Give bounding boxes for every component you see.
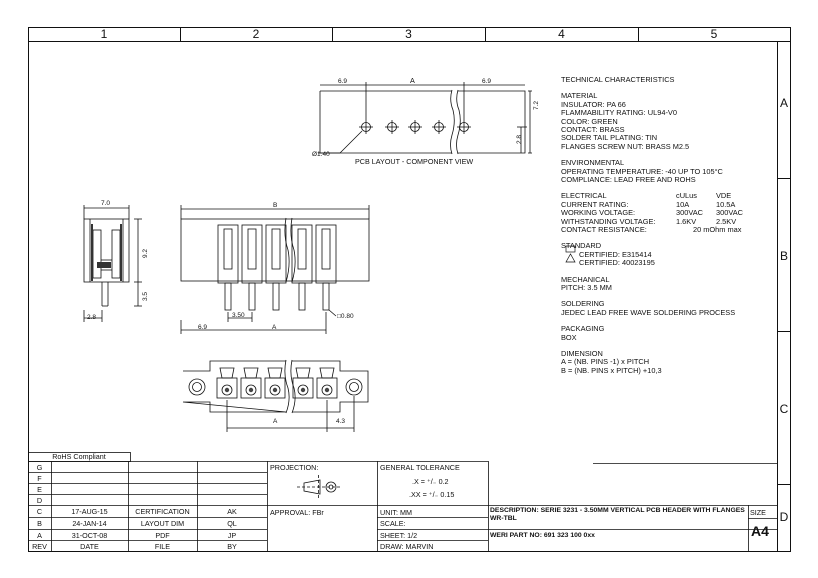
- top-view: [182, 359, 369, 432]
- dimension-block: DIMENSION A = (NB. PINS -1) x PITCH B = …: [561, 349, 662, 375]
- rev-a-by: JP: [227, 531, 237, 540]
- side-dim-width: 7.0: [101, 200, 111, 207]
- size-label: SIZE: [750, 508, 766, 517]
- standard-block: STANDARD CERTIFIED: E315414 CERTIFIED: 4…: [561, 241, 655, 268]
- rev-d: D: [36, 496, 43, 505]
- pcb-layout-view: [318, 82, 532, 155]
- rev-b-by: QL: [227, 519, 237, 528]
- header-by: BY: [227, 542, 237, 551]
- description: DESCRIPTION: SERIE 3231 - 3.50MM VERTICA…: [490, 507, 745, 522]
- rev-e: E: [37, 485, 42, 494]
- front-dim-pin: □0.80: [337, 313, 354, 320]
- pcb-dim-height: 7.2: [533, 100, 540, 110]
- projection-label: PROJECTION:: [270, 463, 319, 472]
- specs-title: TECHNICAL CHARACTERISTICS: [561, 75, 675, 84]
- front-dim-pitch: 3.50: [232, 312, 245, 319]
- unit-label: UNIT: MM: [380, 508, 412, 517]
- pcb-dim-left: 6.9: [338, 78, 348, 85]
- rev-a: A: [37, 531, 42, 540]
- pcb-dim-offset: 2.8: [516, 134, 523, 144]
- ul-cert-icon: [565, 245, 576, 253]
- front-dim-a: A: [272, 324, 277, 331]
- technical-characteristics: TECHNICAL CHARACTERISTICS MATERIAL INSUL…: [561, 75, 743, 383]
- part-number: WERI PART NO: 691 323 100 0xx: [490, 532, 595, 539]
- column-label-1: 1: [100, 27, 108, 41]
- pcb-dim-right: 6.9: [482, 78, 492, 85]
- rev-a-date: 31-OCT-08: [71, 531, 108, 540]
- packaging-block: PACKAGING BOX: [561, 324, 605, 342]
- rev-c: C: [36, 507, 43, 516]
- row-label-c: C: [779, 402, 789, 416]
- rev-f: F: [37, 474, 42, 483]
- rev-b-file: LAYOUT DIM: [140, 519, 185, 528]
- material-block: MATERIAL INSULATOR: PA 66 FLAMMABILITY R…: [561, 91, 690, 151]
- pcb-dim-hole: Ø1.40: [312, 151, 330, 158]
- rohs-label: RoHS Compliant: [52, 452, 106, 461]
- vde-cert-icon: [565, 253, 576, 263]
- rev-c-file: CERTIFICATION: [135, 507, 190, 516]
- side-dim-height: 9.2: [142, 248, 149, 258]
- pcb-layout-title: PCB LAYOUT - COMPONENT VIEW: [355, 157, 474, 166]
- environmental-block: ENVIRONMENTAL OPERATING TEMPERATURE: -40…: [561, 158, 723, 185]
- rev-a-file: PDF: [155, 531, 170, 540]
- tolerance-x: .X = ⁺/₋ 0.2: [412, 477, 449, 486]
- mechanical-block: MECHANICAL PITCH: 3.5 MM: [561, 274, 612, 293]
- column-label-2: 2: [252, 27, 260, 41]
- row-label-d: D: [779, 510, 789, 524]
- size-value: A4: [751, 523, 769, 539]
- rev-b-date: 24-JAN-14: [72, 519, 107, 528]
- tolerance-xx: .XX = ⁺/₋ 0.15: [409, 490, 455, 499]
- row-label-a: A: [779, 96, 788, 110]
- front-dim-b: B: [273, 202, 278, 209]
- header-file: FILE: [154, 542, 171, 551]
- rev-c-by: AK: [227, 507, 237, 516]
- projection-symbol: [297, 475, 340, 499]
- row-label-b: B: [779, 249, 788, 263]
- rev-b: B: [37, 519, 42, 528]
- draw-label: DRAW: MARVIN: [380, 542, 434, 551]
- header-rev: REV: [32, 542, 47, 551]
- approval-label: APPROVAL: FBr: [270, 508, 324, 517]
- side-dim-bottom: 2.8: [87, 314, 97, 321]
- column-label-3: 3: [405, 27, 412, 41]
- side-dim-tail: 3.5: [142, 291, 149, 301]
- general-tolerance-label: GENERAL TOLERANCE: [380, 463, 460, 472]
- pcb-dim-a: A: [410, 76, 415, 85]
- soldering-block: SOLDERING JEDEC LEAD FREE WAVE SOLDERING…: [561, 299, 736, 317]
- top-dim-right: 4.3: [336, 418, 346, 425]
- front-view: [180, 205, 370, 334]
- sheet-label: SHEET: 1/2: [380, 531, 418, 540]
- scale-label: SCALE:: [380, 519, 406, 528]
- top-dim-a: A: [273, 418, 278, 425]
- rev-c-date: 17-AUG-15: [71, 507, 108, 516]
- column-label-5: 5: [710, 27, 718, 41]
- column-label-4: 4: [558, 27, 565, 41]
- header-date: DATE: [80, 542, 99, 551]
- rev-g: G: [36, 463, 43, 472]
- front-dim-left: 6.9: [198, 324, 208, 331]
